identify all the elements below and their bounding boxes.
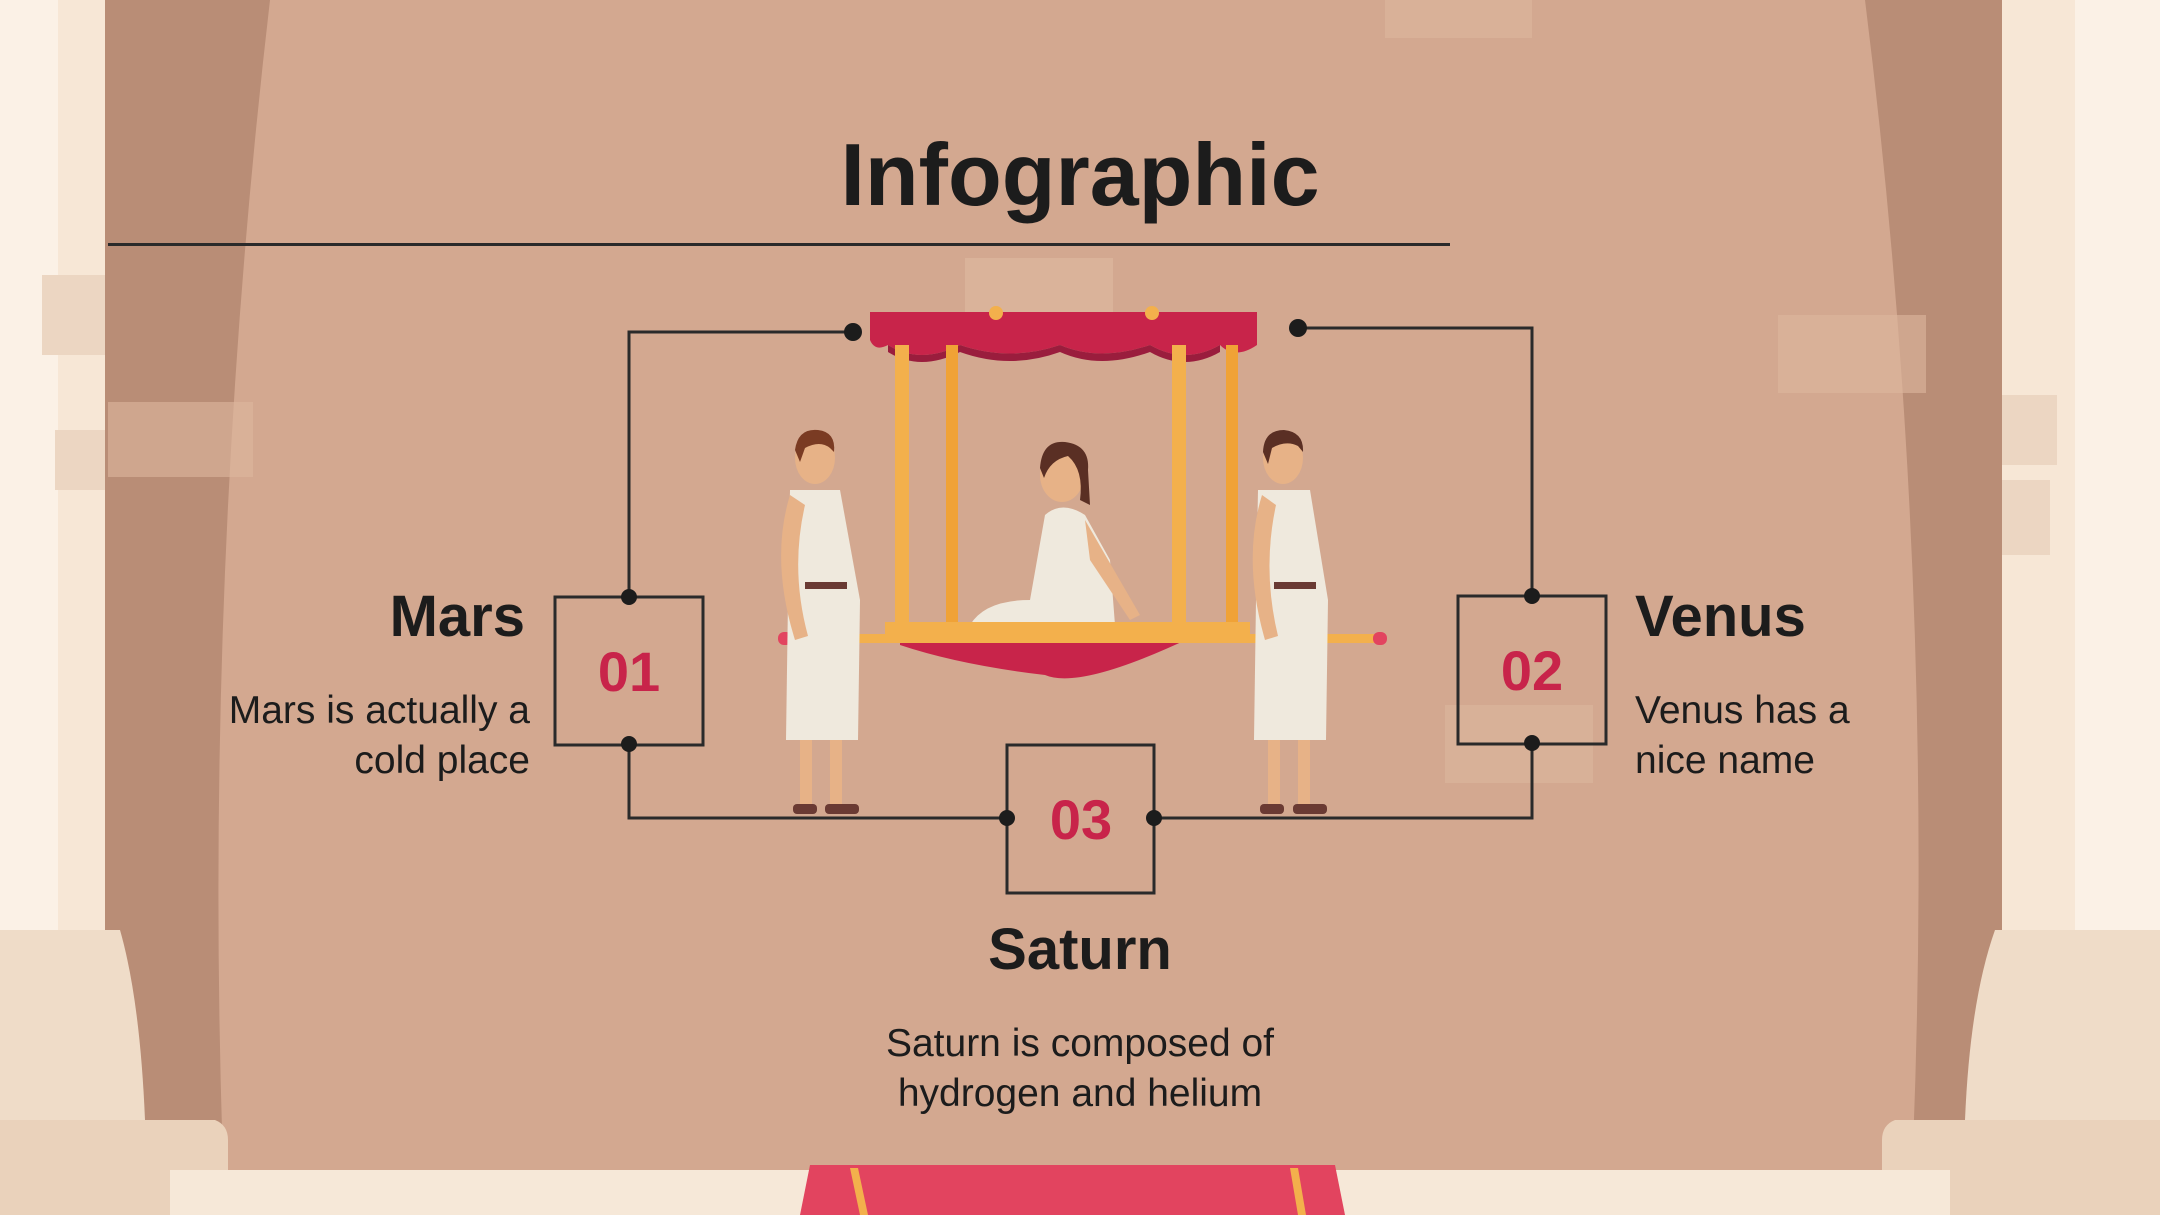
roman-litter-bearers-illustration <box>778 306 1387 814</box>
canopy-fringe <box>888 345 1220 362</box>
mars-description-line-1: Mars is actually a <box>228 689 530 732</box>
bearer-right-hair <box>1263 430 1304 464</box>
mars-description-line-2: cold place <box>354 739 530 782</box>
bearer-right-arm <box>1252 495 1278 640</box>
carpet <box>800 1165 1345 1215</box>
litter-pole <box>780 634 1385 643</box>
litter-post <box>1172 345 1186 630</box>
column-left-detail <box>55 430 105 490</box>
number-03: 03 <box>1049 787 1113 851</box>
wall-brick <box>108 402 253 477</box>
bearer-left-arm <box>781 495 808 640</box>
bearer-right-belt <box>1274 582 1316 589</box>
carpet-trim <box>850 1168 868 1215</box>
wall-brick <box>1385 0 1532 38</box>
saturn-heading: Saturn <box>988 917 1172 982</box>
title-underline <box>108 243 1450 246</box>
slide-title: Infographic <box>840 125 1320 224</box>
connector-bottom-left <box>627 744 1007 820</box>
wall-brick <box>965 258 1113 320</box>
mars-heading: Mars <box>389 584 525 649</box>
bearer-left-belt <box>805 582 847 589</box>
bearer-left-sandal <box>793 804 817 814</box>
connector-bottom-right <box>1154 743 1534 820</box>
bearer-left-tunic <box>786 490 860 740</box>
column-left-detail <box>42 275 105 355</box>
connector-top-left <box>627 330 853 597</box>
canopy <box>870 312 1257 355</box>
column-left-base <box>0 930 145 1120</box>
number-02: 02 <box>1500 638 1564 702</box>
column-right-base <box>1965 930 2160 1120</box>
pole-cap <box>1373 632 1387 645</box>
litter-post <box>946 345 958 630</box>
venus-description-line-1: Venus has a <box>1635 689 1850 732</box>
column-right-plinth <box>1882 1120 2160 1215</box>
woman-robe <box>970 507 1115 625</box>
saturn-description-line-1: Saturn is composed of <box>885 1022 1275 1065</box>
arch-left-shade <box>105 0 270 1215</box>
bearer-left-leg <box>830 740 842 808</box>
column-right-detail <box>2002 480 2050 555</box>
wall-brick <box>1778 315 1926 393</box>
number-01: 01 <box>597 639 661 703</box>
canopy-ornament <box>1145 306 1159 320</box>
saturn-description-line-2: hydrogen and helium <box>897 1072 1263 1115</box>
bearer-right-sandal <box>1293 804 1327 814</box>
bearer-left-leg <box>800 740 812 808</box>
carpet-trim <box>1290 1168 1306 1215</box>
woman-hair <box>1040 441 1090 505</box>
woman-arm <box>1085 520 1140 620</box>
connector-top-right <box>1298 326 1534 596</box>
venus-heading: Venus <box>1635 584 1806 649</box>
venus-description-line-2: nice name <box>1635 739 1815 782</box>
connector-lines <box>627 326 1534 820</box>
litter-drape <box>900 638 1190 679</box>
bearer-right-sandal <box>1260 804 1284 814</box>
connector-dots <box>621 319 1540 826</box>
bearer-right-tunic <box>1254 490 1328 740</box>
canopy-ornament <box>989 306 1003 320</box>
bearer-left-hair <box>795 429 835 462</box>
bearer-left-sandal <box>825 804 859 814</box>
litter-post <box>1226 345 1238 630</box>
bearer-right-leg <box>1298 740 1310 808</box>
column-right-detail <box>2002 395 2057 465</box>
litter-post <box>895 345 909 630</box>
bearer-right-leg <box>1268 740 1280 808</box>
